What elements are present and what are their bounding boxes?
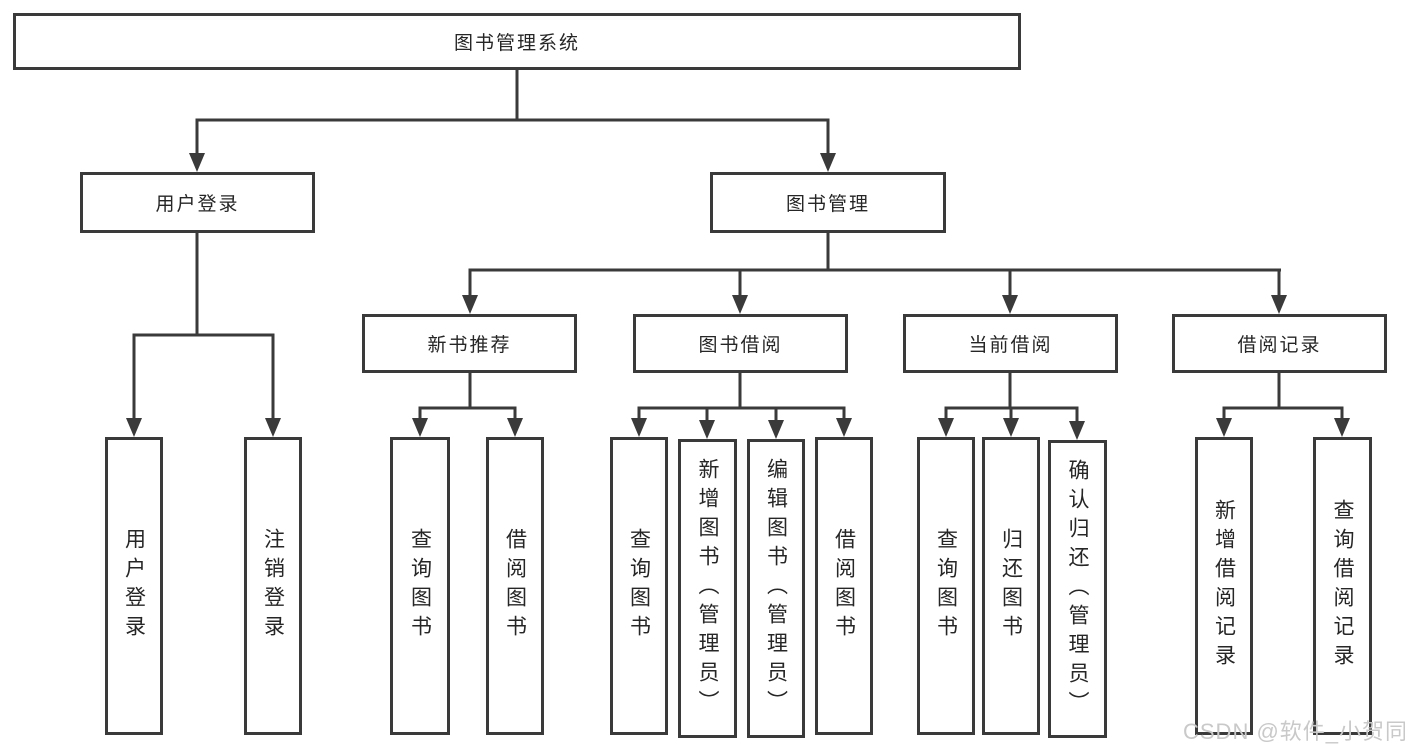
leaf-cb-return-books-label: 归还图书 — [999, 528, 1023, 644]
leaf-cb-query-books-label: 查询图书 — [934, 528, 958, 644]
leaf-br-add-record: 新增借阅记录 — [1195, 437, 1253, 735]
watermark: CSDN @软件_小贺同学 — [1183, 719, 1405, 744]
leaf-nbr-query-books-label: 查询图书 — [408, 528, 432, 644]
leaf-bb-edit-books-admin: 编辑图书（管理员） — [747, 439, 805, 738]
leaf-cb-confirm-return-admin-label: 确认归还（管理员） — [1066, 458, 1089, 720]
node-current-borrowing: 当前借阅 — [903, 314, 1118, 373]
node-new-book-recommend: 新书推荐 — [362, 314, 577, 373]
node-book-management: 图书管理 — [710, 172, 946, 233]
leaf-bb-add-books-admin: 新增图书（管理员） — [678, 439, 737, 738]
leaf-logout: 注销登录 — [244, 437, 302, 735]
leaf-cb-return-books: 归还图书 — [982, 437, 1040, 735]
leaf-br-query-record-label: 查询借阅记录 — [1331, 499, 1354, 673]
node-user-login: 用户登录 — [80, 172, 315, 233]
leaf-bb-query-books: 查询图书 — [610, 437, 668, 735]
leaf-user-login-label: 用户登录 — [122, 528, 146, 644]
leaf-br-query-record: 查询借阅记录 — [1313, 437, 1372, 735]
node-borrowing-records: 借阅记录 — [1172, 314, 1387, 373]
node-book-borrowing-label: 图书借阅 — [698, 335, 783, 356]
node-root: 图书管理系统 — [13, 13, 1021, 70]
leaf-cb-confirm-return-admin: 确认归还（管理员） — [1048, 440, 1107, 738]
leaf-nbr-borrow-books-label: 借阅图书 — [503, 528, 527, 644]
node-book-borrowing: 图书借阅 — [633, 314, 848, 373]
leaf-br-add-record-label: 新增借阅记录 — [1212, 499, 1236, 673]
leaf-nbr-borrow-books: 借阅图书 — [486, 437, 544, 735]
node-book-management-label: 图书管理 — [785, 194, 870, 215]
leaf-bb-query-books-label: 查询图书 — [627, 528, 651, 644]
leaf-bb-borrow-books: 借阅图书 — [815, 437, 873, 735]
leaf-bb-edit-books-admin-label: 编辑图书（管理员） — [764, 458, 788, 719]
node-new-book-recommend-label: 新书推荐 — [427, 335, 512, 356]
leaf-bb-add-books-admin-label: 新增图书（管理员） — [696, 458, 719, 719]
leaf-user-login: 用户登录 — [105, 437, 163, 735]
node-current-borrowing-label: 当前借阅 — [968, 335, 1053, 356]
leaf-logout-label: 注销登录 — [261, 528, 285, 644]
node-borrowing-records-label: 借阅记录 — [1237, 335, 1322, 356]
leaf-bb-borrow-books-label: 借阅图书 — [832, 528, 856, 644]
node-root-label: 图书管理系统 — [453, 33, 580, 54]
node-user-login-label: 用户登录 — [155, 194, 240, 215]
leaf-nbr-query-books: 查询图书 — [390, 437, 450, 735]
leaf-cb-query-books: 查询图书 — [917, 437, 975, 735]
